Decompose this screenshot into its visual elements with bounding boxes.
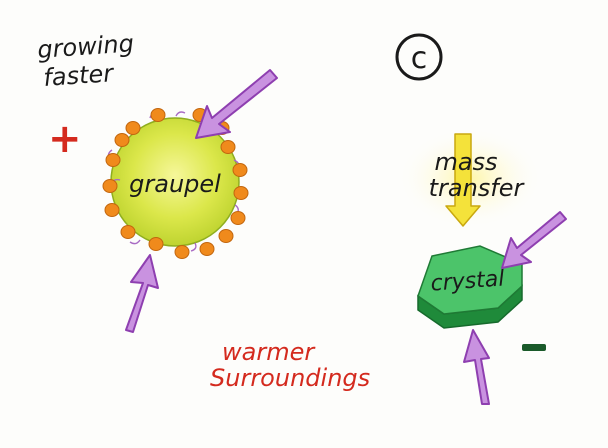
graupel-arrow-lower [125, 254, 159, 333]
graupel-particle: graupel [102, 108, 249, 259]
transfer-label: transfer [429, 174, 526, 202]
crystal-arrow-upper [501, 211, 567, 269]
mass-transfer-arrow [445, 133, 481, 227]
warmer-label: warmer [222, 338, 316, 366]
faster-label: faster [42, 59, 116, 92]
crystal-arrow-lower [463, 329, 490, 405]
minus-sign [522, 344, 546, 351]
surroundings-label: Surroundings [210, 364, 370, 392]
plus-sign: + [48, 116, 82, 162]
panel-c-circle [395, 33, 443, 81]
ice-crystal: crystal [417, 245, 523, 329]
crystal-top [417, 245, 523, 315]
crystal-label: crystal [430, 266, 505, 296]
graupel-arrow-upper [195, 69, 278, 139]
mass-label: mass [434, 148, 497, 176]
panel-c-letter: c [411, 41, 428, 76]
panel-c-badge: c [395, 33, 443, 81]
growing-label: growing [36, 29, 134, 64]
graupel-label: graupel [129, 170, 221, 198]
